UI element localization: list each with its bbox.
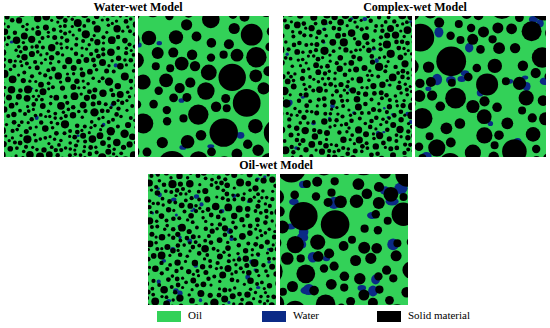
pore-image-zoom [138, 16, 269, 157]
panel-title: Oil-wet Model [239, 158, 313, 173]
legend-swatch [377, 311, 401, 322]
panel-title: Complex-wet Model [363, 0, 467, 15]
pore-image-zoom [280, 174, 408, 305]
legend-label: Oil [188, 309, 202, 321]
legend-label: Water [293, 309, 319, 321]
legend-swatch [262, 311, 286, 322]
pore-image [283, 16, 412, 157]
panel-title: Water-wet Model [93, 0, 182, 15]
pore-image-zoom [415, 16, 546, 157]
legend-label: Solid material [408, 309, 470, 321]
pore-image [148, 174, 276, 305]
legend-swatch [157, 311, 181, 322]
pore-image [4, 16, 135, 157]
